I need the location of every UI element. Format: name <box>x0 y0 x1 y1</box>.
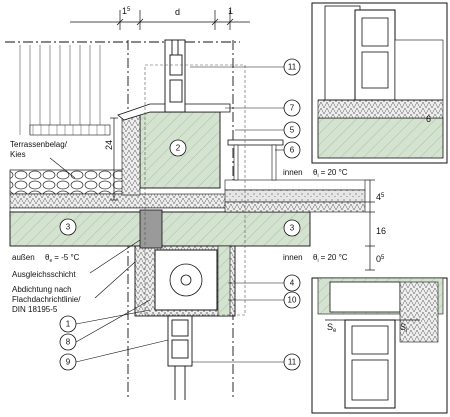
railing-lines <box>19 45 101 135</box>
callout-2: 2 <box>176 144 181 153</box>
leader-abdichtung <box>94 261 136 299</box>
detail-inset-top <box>311 2 448 164</box>
label-aussen: außen <box>12 253 35 262</box>
floor-finish <box>224 179 366 191</box>
dim-se: Se <box>327 322 337 334</box>
gravel-layer <box>9 169 136 195</box>
structural-member <box>139 209 163 249</box>
label-terrace-1: Terrassenbelag/ <box>10 140 68 149</box>
right-dimension-chain <box>365 179 375 271</box>
label-abdichtung-3: DIN 18195-5 <box>12 305 58 314</box>
label-abdichtung-1: Abdichtung nach <box>12 285 72 294</box>
dim-inset-6: 6 <box>426 114 431 124</box>
dim-top-left: 15 <box>122 6 131 16</box>
impact-insulation <box>224 201 366 213</box>
terrace-tiles <box>29 124 111 136</box>
label-abdichtung-2: Flachdachrichtlinie/ <box>12 295 81 304</box>
callout-8: 8 <box>66 338 71 347</box>
inner-wall <box>217 245 231 317</box>
callout-10: 10 <box>288 296 297 305</box>
callout-4: 4 <box>290 279 295 288</box>
label-theta-top: θi= 20 °C <box>313 168 348 179</box>
board-support-right <box>271 144 277 181</box>
callout-3b: 3 <box>290 224 295 233</box>
callout-3a: 3 <box>66 223 71 232</box>
callout-11b: 11 <box>288 358 297 367</box>
callout-7: 7 <box>290 104 295 113</box>
top-dimension-line <box>70 10 250 30</box>
callout-leaders <box>75 66 284 363</box>
window-frame-bottom <box>167 315 193 400</box>
roof-insulation <box>9 193 241 209</box>
detail-frame-upper <box>144 64 246 316</box>
sealing-layer <box>9 207 241 213</box>
dim-top-mid: d <box>175 7 180 17</box>
detail-inset-bottom <box>311 277 448 414</box>
board-support-left <box>233 144 239 181</box>
dim-right-0: 05 <box>376 254 385 264</box>
screed <box>224 189 366 203</box>
dim-left-24: 24 <box>104 140 114 150</box>
dim-right-4: 45 <box>376 192 385 202</box>
dim-si: Si <box>400 322 407 334</box>
leader-ausgleich <box>89 239 141 274</box>
label-theta-e: θe= -5 °C <box>45 253 80 264</box>
callout-5: 5 <box>290 126 295 135</box>
callout-1: 1 <box>66 320 71 329</box>
label-terrace-2: Kies <box>10 150 26 159</box>
label-innen-top: innen <box>283 168 303 177</box>
left-dimension <box>110 117 118 201</box>
label-innen-bottom: innen <box>283 253 303 262</box>
dim-top-right: 1 <box>228 6 233 16</box>
label-theta-bottom: θi= 20 °C <box>313 253 348 264</box>
callout-6: 6 <box>290 146 295 155</box>
callout-11a: 11 <box>288 63 297 72</box>
label-ausgleich: Ausgleichsschicht <box>12 270 76 279</box>
window-board <box>227 139 284 146</box>
roller-axle <box>180 274 192 286</box>
upstand-insulation <box>121 114 141 196</box>
dim-right-16: 16 <box>376 226 386 236</box>
leader-terrace <box>49 157 76 179</box>
callout-9: 9 <box>66 358 71 367</box>
window-frame-top <box>164 39 186 113</box>
